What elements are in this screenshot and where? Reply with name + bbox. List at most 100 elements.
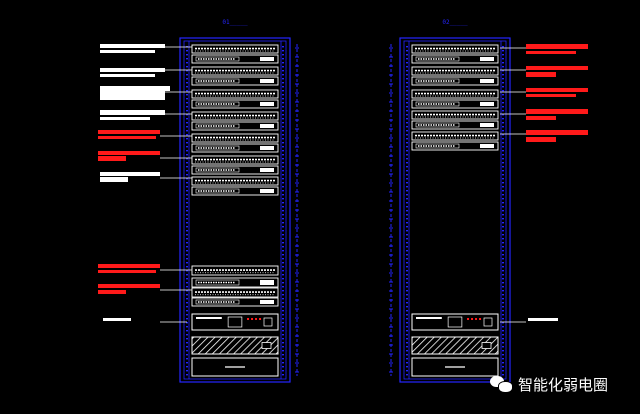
panel-face <box>191 89 279 99</box>
port-block <box>195 279 240 286</box>
switch-face <box>411 54 499 64</box>
callout-label-white <box>100 50 155 53</box>
rail-hole <box>186 58 188 60</box>
uplink-block <box>260 79 274 83</box>
rail-hole <box>186 222 188 224</box>
rail-hole <box>406 134 408 136</box>
rail-hole <box>406 158 408 160</box>
rail-hole <box>186 218 188 220</box>
callout-label-red <box>526 51 576 54</box>
rail-hole <box>186 130 188 132</box>
server-display <box>447 316 463 328</box>
rail-hole <box>406 218 408 220</box>
rail-hole <box>282 138 284 140</box>
rail-hole <box>186 66 188 68</box>
rail-hole <box>502 146 504 148</box>
rail-hole <box>186 74 188 76</box>
switch-face <box>191 143 279 153</box>
rail-hole <box>502 138 504 140</box>
rail-hole <box>406 346 408 348</box>
rail-hole <box>186 150 188 152</box>
rail-hole <box>186 242 188 244</box>
rail-hole <box>282 242 284 244</box>
rail-hole <box>282 102 284 104</box>
rail-hole <box>406 150 408 152</box>
rail-hole <box>406 326 408 328</box>
uplink-block <box>260 146 274 150</box>
rail-hole <box>406 50 408 52</box>
switch-face <box>191 76 279 86</box>
switch-face <box>411 76 499 86</box>
rail-hole <box>282 94 284 96</box>
ups-face <box>411 336 499 355</box>
callout-label-white <box>100 117 150 120</box>
server-power <box>263 317 273 327</box>
rail-hole <box>186 258 188 260</box>
rail-hole <box>282 150 284 152</box>
rail-hole <box>406 58 408 60</box>
rail-hole <box>282 254 284 256</box>
patch-panel-unit <box>411 110 499 120</box>
rail-hole <box>186 346 188 348</box>
rail-hole <box>406 162 408 164</box>
rail-hole <box>282 350 284 352</box>
port-block <box>195 145 240 151</box>
callout-label-white <box>528 318 558 321</box>
rail-hole <box>406 74 408 76</box>
rail-hole <box>186 358 188 360</box>
rail-hole <box>186 198 188 200</box>
rail-hole <box>282 234 284 236</box>
rail-hole <box>406 374 408 376</box>
rail-hole <box>186 106 188 108</box>
patch-panel-unit <box>191 133 279 143</box>
rail-hole <box>186 318 188 320</box>
rail-hole <box>282 98 284 100</box>
rail-hole <box>282 298 284 300</box>
rail-hole <box>502 158 504 160</box>
rail-hole <box>186 250 188 252</box>
rail-hole <box>406 358 408 360</box>
port-block <box>195 56 240 62</box>
rail-hole <box>282 354 284 356</box>
rail-hole <box>406 130 408 132</box>
rail-hole <box>186 82 188 84</box>
rail-hole <box>282 302 284 304</box>
rail-hole <box>282 166 284 168</box>
callout-label-red <box>526 137 556 142</box>
rail-hole <box>282 126 284 128</box>
rail-hole <box>502 58 504 60</box>
rail-hole <box>186 118 188 120</box>
rail-hole <box>282 330 284 332</box>
rail-hole <box>502 314 504 316</box>
rail-hole <box>502 126 504 128</box>
rail-hole <box>502 250 504 252</box>
rail-hole <box>406 354 408 356</box>
rail-hole <box>406 334 408 336</box>
rail-hole <box>282 374 284 376</box>
switch-face <box>411 99 499 109</box>
callout-label-red <box>98 284 160 288</box>
server-led <box>247 318 250 320</box>
patch-panel-unit <box>191 265 279 276</box>
rail-hole <box>502 278 504 280</box>
rail-hole <box>502 170 504 172</box>
uplink-block <box>260 102 274 106</box>
rail-hole <box>406 302 408 304</box>
rail-hole <box>406 362 408 364</box>
patch-panel-unit <box>411 66 499 76</box>
uplink-block <box>260 189 274 193</box>
rail-hole <box>502 118 504 120</box>
port-block <box>195 123 240 129</box>
rail-hole <box>282 218 284 220</box>
rail-hole <box>282 306 284 308</box>
callout-label-red <box>98 130 160 134</box>
rail-hole <box>282 82 284 84</box>
rail-hole <box>186 278 188 280</box>
rail-hole <box>406 306 408 308</box>
uplink-block <box>260 300 274 304</box>
rail-hole <box>406 186 408 188</box>
rail-hole <box>502 102 504 104</box>
rail-hole <box>502 282 504 284</box>
rail-hole <box>502 210 504 212</box>
